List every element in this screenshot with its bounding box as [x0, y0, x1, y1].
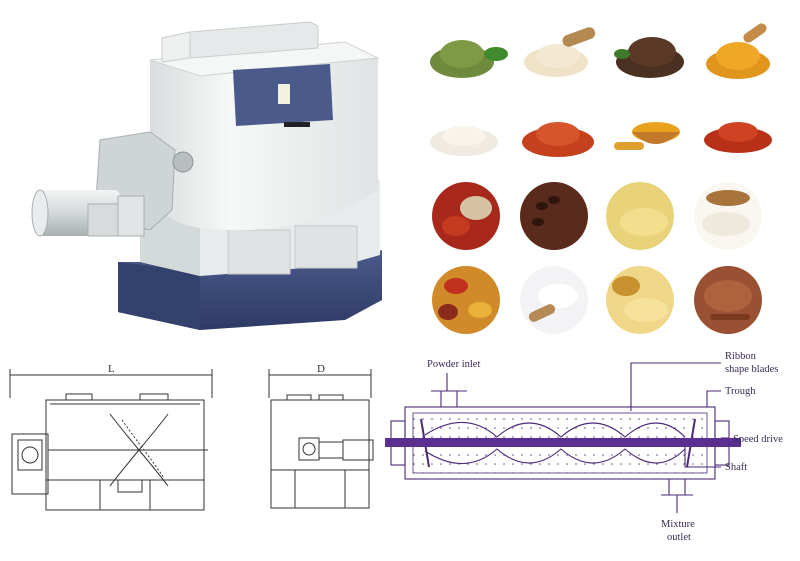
label-shaft: Shaft	[725, 462, 747, 473]
powder-sample-turmeric	[698, 14, 784, 84]
mixer-shaft	[385, 438, 741, 447]
front-view-drawing: L	[9, 363, 213, 511]
label-outlet-line2: outlet	[667, 532, 691, 543]
ribbon-mixer-machine-image	[31, 21, 382, 330]
powder-sample-brown	[606, 14, 692, 84]
leader-trough	[706, 390, 721, 407]
powder-sample-paprika	[516, 98, 602, 168]
powder-sample-cream	[516, 14, 602, 84]
powder-sample-starch-circle	[514, 262, 600, 334]
powder-sample-cornmeal-circle	[600, 178, 686, 250]
label-ribbon-line1: Ribbon	[725, 351, 757, 362]
powder-sample-yellow-bowl	[606, 98, 692, 168]
leader-shaft	[684, 445, 721, 468]
label-ribbon-line2: shape blades	[725, 364, 778, 375]
powder-sample-green	[424, 14, 510, 84]
dimension-label-depth: D	[317, 363, 325, 375]
powder-sample-mixed-spices-circle	[426, 262, 512, 334]
powder-sample-coffee-circle	[514, 178, 600, 250]
label-speed-drive: Speed drive	[733, 434, 783, 445]
leader-ribbon	[630, 362, 721, 411]
label-trough: Trough	[725, 386, 756, 397]
powder-sample-semolina-circle	[600, 262, 686, 334]
powder-sample-flour-scoop	[688, 178, 774, 250]
powder-samples-grid	[420, 0, 800, 345]
side-view-drawing: D	[268, 363, 374, 509]
label-outlet-line1: Mixture	[661, 519, 695, 530]
powder-sample-spices-circle	[426, 178, 512, 250]
label-powder-inlet: Powder inlet	[427, 359, 480, 370]
powder-sample-cinnamon-circle	[688, 262, 774, 334]
powder-sample-red	[698, 98, 784, 168]
powder-sample-white	[424, 98, 510, 168]
ribbon-mixer-schematic: Powder inlet Ribbon shape blades Trough …	[385, 351, 783, 543]
dimension-label-length: L	[108, 363, 115, 375]
